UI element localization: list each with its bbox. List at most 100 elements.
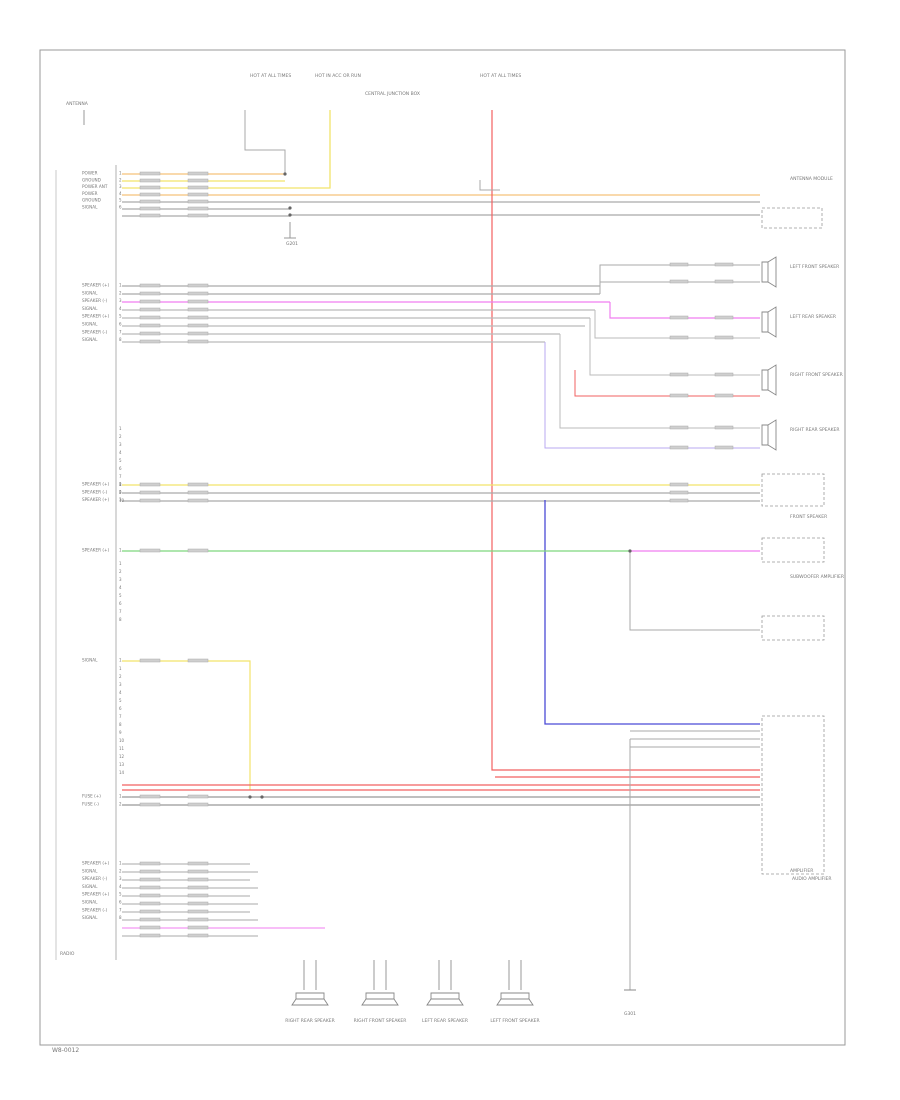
radio-pin-label: FUSE (+) [82,794,101,799]
wire-circuit-code [187,925,209,930]
speaker-icon [761,256,777,288]
wire-color-code [139,869,161,874]
wire-circuit-code [187,893,209,898]
radio-pin-label: SIGNAL [82,205,98,210]
subwoofer-box-2 [761,615,825,641]
radio-pin-label: SPEAKER (-) [82,489,107,494]
speaker-icon [291,992,329,1006]
wire-color-code [139,498,161,503]
radio-pin-number: 4 [119,191,122,196]
wire-circuit-code [187,885,209,890]
speaker-wire [609,302,760,319]
wire-circuit-code [669,262,689,267]
speaker-icon [761,306,777,338]
radio-pin-number: 6 [119,601,122,606]
right-speaker-label: RIGHT REAR SPEAKER [790,427,840,433]
radio-pin-label: SPEAKER (+) [82,497,109,502]
radio-pin-label: SPEAKER (-) [82,876,107,881]
radio-pin-number: 14 [119,770,125,775]
radio-pin-label: SIGNAL [82,900,98,905]
wire-color-code [139,291,161,296]
radio-label: RADIO [60,951,75,957]
wire-color-code [139,283,161,288]
radio-pin-number: 6 [119,466,122,471]
radio-pin-number: 8 [119,915,122,920]
wire-circuit-code [669,425,689,430]
radio-pin-number: 1 [119,548,122,553]
wire-color-code [139,299,161,304]
wire-circuit-code [669,335,689,340]
splice-dot [288,213,292,217]
wire-color-code [139,802,161,807]
front-speaker-label: FRONT SPEAKER [790,514,827,520]
bottom-speaker-label: RIGHT FRONT SPEAKER [354,1018,407,1024]
radio-pin-number: 1 [119,561,122,566]
wire-color-code [139,933,161,938]
radio-pin-number: 6 [119,900,122,905]
radio-pin-number: 3 [119,298,122,303]
radio-pin-number: 8 [119,722,122,727]
radio-pin-number: 3 [119,876,122,881]
speaker-icon [496,992,534,1006]
wire-color-code [714,372,734,377]
radio-pin-number: 3 [119,497,122,502]
wire-color-code [714,279,734,284]
right-speaker-label: RIGHT FRONT SPEAKER [790,372,843,378]
radio-pin-label: SIGNAL [82,658,98,663]
radio-pin-label: POWER ANT [82,184,108,189]
wire-color-code [714,393,734,398]
radio-pin-number: 2 [119,569,122,574]
wire-circuit-code [187,192,209,197]
wire-circuit-code [187,933,209,938]
wire-color-code [139,192,161,197]
radio-pin-number: 4 [119,884,122,889]
wire-circuit-code [187,548,209,553]
wire-circuit-code [187,861,209,866]
radio-pin-number: 3 [119,577,122,582]
radio-pin-number: 1 [119,482,122,487]
wire-color-code [139,206,161,211]
radio-pin-number: 7 [119,609,122,614]
radio-pin-label: SPEAKER (+) [82,861,109,866]
radio-pin-label: SIGNAL [82,306,98,311]
wire-circuit-code [669,372,689,377]
speaker-wire [559,334,760,429]
speaker-wire [544,342,760,449]
fuse-note-label: CENTRAL JUNCTION BOX [365,91,420,97]
radio-pin-label: SIGNAL [82,322,98,327]
antenna-label: ANTENNA [66,101,89,107]
splice-dot [288,206,292,210]
splice-dot [260,795,264,799]
wire-color-code [139,893,161,898]
wire-circuit-code [187,877,209,882]
radio-pin-label: FUSE (-) [82,801,99,806]
wire-color-code [139,909,161,914]
speaker-wire [589,318,760,376]
footer-code: W8-0012 [52,1047,79,1054]
subwoofer-box [761,537,825,563]
radio-pin-label: SPEAKER (+) [82,482,109,487]
radio-pin-number: 3 [119,442,122,447]
radio-pin-number: 2 [119,434,122,439]
splice-dot [628,549,632,553]
fuse-link [479,180,500,191]
fuse-feed-acc [285,110,331,189]
wire-circuit-code [669,498,689,503]
wire-color-code [139,917,161,922]
radio-pin-number: 6 [119,205,122,210]
signal-wire [122,660,251,790]
wire-circuit-code [187,909,209,914]
radio-pin-number: 2 [119,290,122,295]
radio-pin-number: 7 [119,907,122,912]
speaker-wire [574,370,760,397]
speaker-wire [594,310,760,339]
radio-pin-number: 12 [119,754,125,759]
radio-pin-number: 8 [119,482,122,487]
wire-color-code [139,877,161,882]
radio-pin-label: SPEAKER (-) [82,329,107,334]
radio-pin-number: 2 [119,177,122,182]
wire-circuit-code [187,490,209,495]
radio-pin-label: SIGNAL [82,337,98,342]
wire-color-code [139,490,161,495]
